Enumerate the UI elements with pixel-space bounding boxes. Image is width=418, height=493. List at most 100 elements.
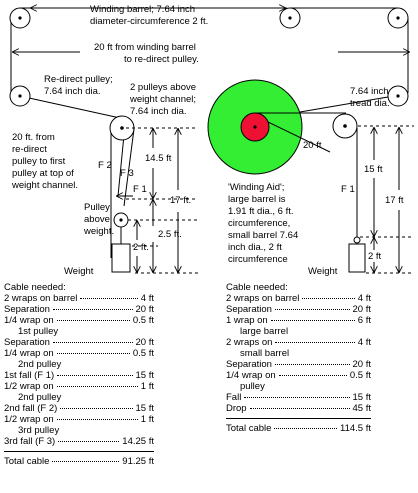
winding-aid-note-2: large barrel is	[228, 194, 286, 205]
cable-row-value: 14.25 ft	[122, 436, 154, 447]
distance-top-1: 20 ft from winding barrel	[94, 42, 196, 53]
dotted-leader	[250, 408, 350, 409]
cable-row-label: Drop	[226, 403, 247, 414]
distance-top-2: to re-direct pulley.	[124, 54, 199, 65]
cable-row-label: Separation	[226, 359, 272, 370]
dim-2-right-label: 2 ft	[368, 251, 382, 262]
left-distance-note-1: 20 ft. from	[12, 132, 55, 143]
cable-row: Drop 45 ft	[226, 403, 371, 414]
dotted-leader	[271, 320, 355, 321]
dotted-leader	[57, 419, 138, 420]
left-cable-list-title: Cable needed:	[4, 282, 66, 293]
cable-row-label: small barrel	[240, 348, 290, 359]
right-hook	[353, 236, 361, 244]
cable-row-value: 45 ft	[352, 403, 372, 414]
right-cable-list-title: Cable needed:	[226, 282, 288, 293]
right-redirect-pulley-hub	[396, 94, 400, 98]
to-winding-aid-cable	[299, 96, 389, 113]
cable-row-value: 15 ft	[135, 403, 155, 414]
winding-aid-note-5: small barrel 7.64	[228, 230, 298, 241]
tread-note-1: 7.64 inch	[350, 86, 389, 97]
dotted-leader	[57, 320, 130, 321]
winding-aid	[207, 79, 346, 175]
cable-row-label: pulley	[240, 381, 265, 392]
right-total-label: Total cable	[226, 423, 272, 434]
cable-row-label: 1/4 wrap on	[4, 315, 54, 326]
left-distance-note-2: re-direct	[12, 144, 47, 155]
dotted-leader	[58, 441, 119, 442]
cable-row-value: 20 ft	[135, 304, 155, 315]
winding-aid-cable-diag	[267, 121, 331, 153]
above-channel-note-1: 2 pulleys above	[130, 82, 196, 93]
cable-row-label: 1/4 wrap on	[226, 370, 276, 381]
channel-cable-c	[123, 128, 135, 207]
cable-row: Fall 15 ft	[226, 392, 371, 403]
dotted-leader	[57, 375, 133, 376]
cable-row-label: large barrel	[240, 326, 289, 337]
dim-20-right-label: 20 ft	[303, 140, 322, 151]
dim-17-left-label: 17 ft.	[170, 195, 191, 206]
cable-row-value: 6 ft	[357, 315, 371, 326]
redirect-cable	[19, 95, 121, 119]
weight-right-label: Weight	[308, 266, 338, 277]
cable-row: 2 wraps on barrel 4 ft	[4, 293, 154, 304]
left-total-divider	[4, 447, 154, 452]
dotted-leader	[53, 309, 133, 310]
dotted-leader	[60, 408, 133, 409]
cable-row-label: 2nd fall (F 2)	[4, 403, 58, 414]
redirect-pulley-hub	[18, 94, 22, 98]
dim-2-left-label: 2 ft.	[133, 242, 149, 253]
cable-row: Separation 20 ft	[4, 304, 154, 315]
left-distance-note-3: pulley to first	[12, 156, 66, 167]
dim-15-right-label: 15 ft	[364, 164, 383, 175]
cable-row-value: 0.5 ft	[132, 348, 154, 359]
f1-label-right: F 1	[341, 184, 355, 195]
right-system	[332, 113, 414, 274]
redirect-note-2: 7.64 inch dia.	[44, 86, 101, 97]
top-far-right-pulley-hub	[396, 16, 400, 20]
redirect-note-1: Re-direct pulley;	[44, 74, 113, 85]
pulley-above-weight-1: Pulley	[84, 202, 110, 213]
cable-row: 2 wraps on barrel 4 ft	[226, 293, 371, 304]
cable-row-value: 20 ft	[135, 337, 155, 348]
cable-row-value: 4 ft	[357, 293, 371, 304]
winding-barrel-note-2: diameter-circumference 2 ft.	[90, 16, 208, 27]
cable-row-value: 4 ft	[357, 337, 371, 348]
cable-row-label: 1/2 wrap on	[4, 381, 54, 392]
winding-aid-note-3: 1.91 ft dia., 6 ft.	[228, 206, 293, 217]
dotted-leader	[302, 298, 355, 299]
dotted-leader	[52, 461, 119, 462]
f1-label-left: F 1	[133, 184, 147, 195]
cable-row-label: 2 wraps on barrel	[4, 293, 78, 304]
dim-14-5-label: 14.5 ft	[145, 153, 172, 164]
dotted-leader	[275, 309, 350, 310]
cable-row-value: 15 ft	[352, 392, 372, 403]
left-distance-note-4: pulley at top of	[12, 168, 74, 179]
right-total-value: 114.5 ft	[340, 423, 371, 434]
cable-row-value: 4 ft	[140, 293, 154, 304]
cable-row-label: 2 wraps on barrel	[226, 293, 300, 304]
cable-row-label: Separation	[4, 304, 50, 315]
tread-note-2: tread dia.	[350, 98, 390, 109]
cable-row: small barrel	[226, 348, 371, 359]
cable-row: large barrel	[226, 326, 371, 337]
dotted-leader	[275, 342, 355, 343]
left-total-row: Total cable 91.25 ft	[4, 456, 154, 467]
cable-row-label: Fall	[226, 392, 242, 403]
dotted-leader	[57, 386, 138, 387]
dim-2-5-label: 2.5 ft.	[158, 229, 182, 240]
cable-row-value: 15 ft	[135, 370, 155, 381]
dotted-leader	[274, 428, 337, 429]
